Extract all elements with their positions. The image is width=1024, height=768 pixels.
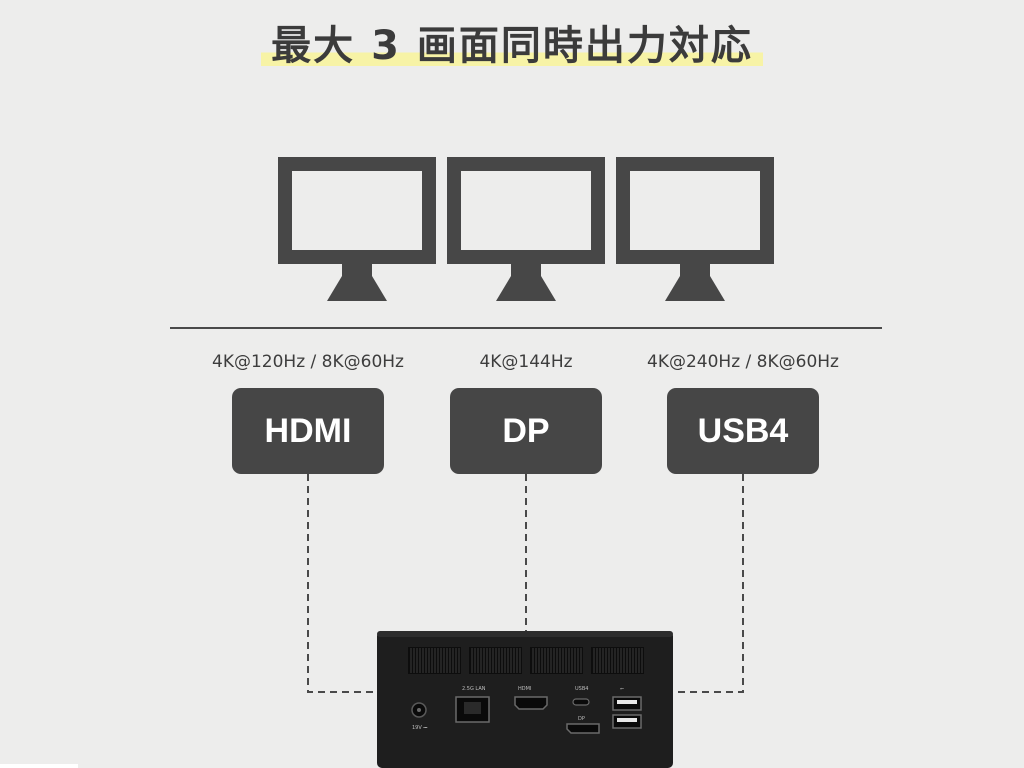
vent-grille — [408, 647, 644, 674]
dp-device-label: DP — [578, 716, 585, 722]
hdmi-connection-line — [307, 474, 378, 693]
monitor-3-icon — [616, 157, 774, 301]
headline-text: 最大 3 画面同時出力対応 — [261, 18, 763, 74]
lan-label: 2.5G LAN — [462, 686, 486, 692]
power-label: 19V ⎓ — [412, 725, 427, 731]
hdmi-port-icon — [514, 696, 548, 710]
monitor-1-icon — [278, 157, 436, 301]
usb4-connection-line — [672, 474, 744, 693]
connection-lines — [307, 474, 744, 693]
headline: 最大 3 画面同時出力対応 — [0, 18, 1024, 74]
mini-pc: 19V ⎓ 2.5G LAN HDMI USB4 DP ⭠ — [377, 631, 673, 768]
corner-strip — [0, 764, 78, 768]
hdmi-device-label: HDMI — [518, 686, 531, 692]
usb-a-ports-icon — [612, 696, 642, 729]
divider-line — [170, 327, 882, 329]
hdmi-port-box: HDMI — [232, 388, 384, 474]
usbc-device-label: USB4 — [575, 686, 588, 692]
monitor-2-icon — [447, 157, 605, 301]
monitors-illustration — [278, 157, 774, 301]
power-jack-icon — [411, 702, 427, 718]
usbc-port-icon — [572, 698, 590, 706]
hdmi-spec: 4K@120Hz / 8K@60Hz — [212, 352, 404, 372]
dp-port-box: DP — [450, 388, 602, 474]
dp-spec: 4K@144Hz — [479, 352, 573, 372]
usb4-spec: 4K@240Hz / 8K@60Hz — [647, 352, 839, 372]
displayport-icon — [566, 723, 600, 734]
usb-a-label: ⭠ — [620, 686, 624, 692]
ethernet-port-icon — [455, 696, 490, 723]
usb4-port-box: USB4 — [667, 388, 819, 474]
